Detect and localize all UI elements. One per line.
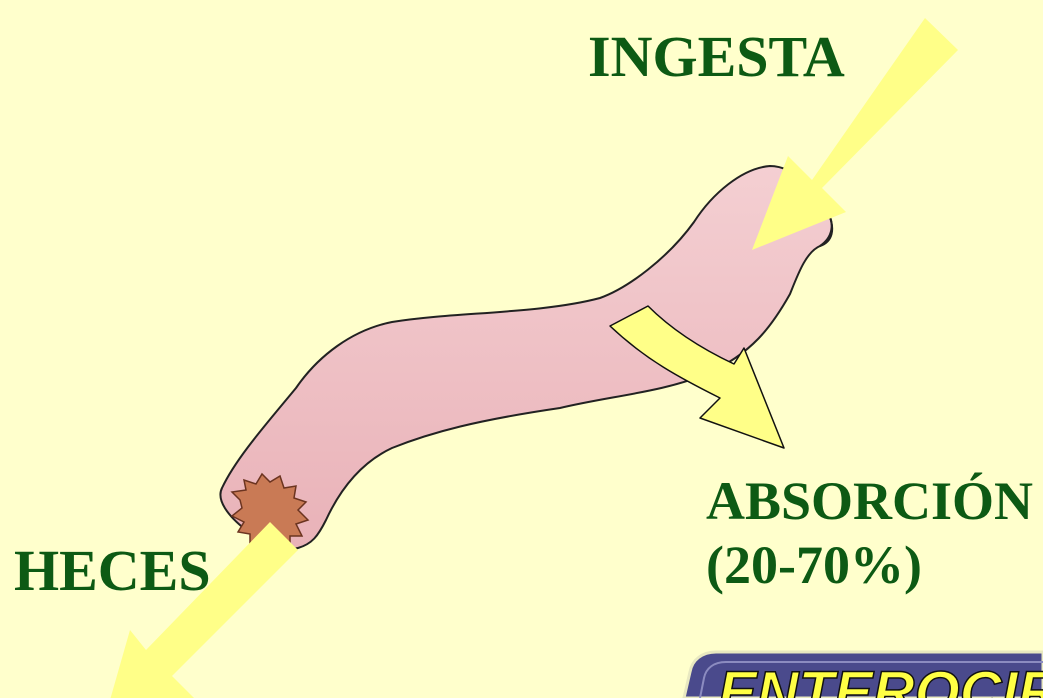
absorcion-label: ABSORCIÓN	[706, 474, 1033, 528]
enterocirculacion-banner: ENTEROCIRCULACIÓN	[684, 652, 1043, 698]
banner-text: ENTEROCIRCULACIÓN	[718, 660, 1043, 698]
absorcion-percentage-label: (20-70%)	[706, 538, 922, 592]
heces-label: HECES	[14, 542, 211, 600]
ingesta-label: INGESTA	[588, 28, 845, 86]
